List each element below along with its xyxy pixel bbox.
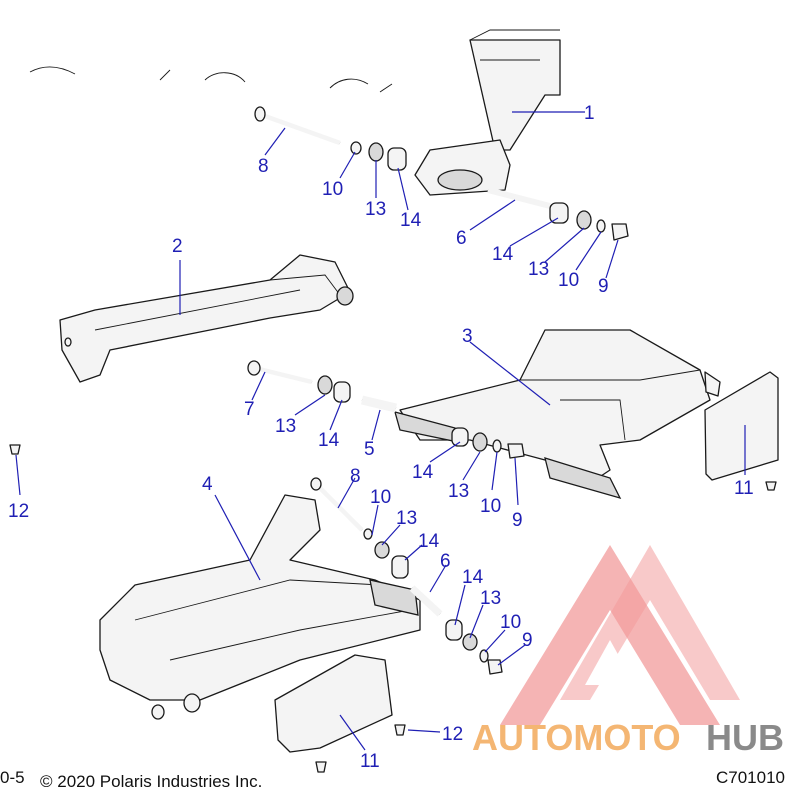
callout-13-upper-left: 13 bbox=[365, 199, 386, 220]
part-13-bushing-lower-right bbox=[462, 633, 478, 651]
callout-14-upper-right: 14 bbox=[492, 244, 514, 265]
callout-14-mid-right: 14 bbox=[412, 462, 434, 483]
part-13-bushing-lower-left bbox=[374, 541, 390, 559]
callout-8-upper: 8 bbox=[258, 156, 269, 177]
callout-14-mid-left: 14 bbox=[318, 430, 340, 451]
callout-4: 4 bbox=[202, 474, 213, 495]
part-6-pin-upper bbox=[487, 187, 551, 209]
callout-13-lower-right: 13 bbox=[480, 588, 501, 609]
callout-10-mid-right: 10 bbox=[480, 496, 501, 517]
part-13-bushing-upper-right bbox=[576, 210, 592, 230]
watermark-logo bbox=[500, 545, 740, 725]
footer-copyright: © 2020 Polaris Industries Inc. bbox=[40, 772, 263, 791]
part-5-spacer bbox=[360, 395, 398, 413]
part-7-bolt bbox=[247, 360, 313, 385]
callout-6-upper: 6 bbox=[456, 228, 467, 249]
part-10-washer-lower-left bbox=[363, 528, 373, 540]
callout-9-lower: 9 bbox=[522, 630, 533, 651]
callout-11-right: 11 bbox=[734, 478, 754, 499]
part-10-washer-mid-right bbox=[492, 439, 502, 453]
part-13-bushing-upper-left bbox=[368, 142, 384, 162]
part-10-washer-upper-left bbox=[350, 141, 362, 155]
part-1-upper-arm bbox=[414, 29, 561, 196]
callout-14-lower-right: 14 bbox=[462, 567, 484, 588]
part-14-sleeve-upper-left bbox=[387, 147, 407, 171]
callout-5: 5 bbox=[364, 439, 375, 460]
part-14-sleeve-mid-right bbox=[451, 427, 469, 447]
callout-14-upper-left: 14 bbox=[400, 210, 422, 231]
callout-13-mid-right: 13 bbox=[448, 481, 469, 502]
part-13-bushing-mid-left bbox=[317, 375, 333, 395]
part-14-sleeve-lower-left bbox=[391, 555, 409, 579]
part-11-mudflap-right bbox=[704, 371, 779, 481]
part-9-nut-mid bbox=[507, 443, 525, 459]
part-14-sleeve-upper-right bbox=[549, 202, 569, 224]
callout-11-bottom: 11 bbox=[360, 751, 380, 772]
callout-3: 3 bbox=[462, 326, 473, 347]
part-13-bushing-mid-right bbox=[472, 432, 488, 452]
part-12-fastener-left bbox=[9, 444, 21, 455]
callout-10-lower-right: 10 bbox=[500, 612, 521, 633]
callout-14-lower-left: 14 bbox=[418, 531, 440, 552]
callout-labels: 1 8 10 13 14 6 14 13 10 9 2 3 7 13 14 5 … bbox=[8, 103, 754, 772]
footer-page-fragment: 0-5 bbox=[0, 768, 25, 787]
part-2-long-arm bbox=[59, 254, 354, 383]
part-11-mudflap-bottom bbox=[274, 654, 393, 753]
fastener-bottom-small bbox=[315, 761, 327, 773]
footer-drawing-code: C701010 bbox=[716, 768, 786, 787]
part-12-fastener-bottom bbox=[394, 724, 406, 736]
watermark-text-primary: AUTOMOTO bbox=[472, 717, 681, 758]
callout-13-upper-right: 13 bbox=[528, 259, 549, 280]
part-8-bolt-lower bbox=[310, 477, 364, 532]
callout-6-lower: 6 bbox=[440, 551, 451, 572]
part-6-pin-lower bbox=[409, 585, 443, 617]
leader-lines bbox=[15, 111, 746, 751]
callout-12-bottom: 12 bbox=[442, 724, 463, 745]
callout-1: 1 bbox=[584, 103, 595, 124]
callout-13-lower-left: 13 bbox=[396, 508, 417, 529]
callout-8-lower: 8 bbox=[350, 466, 361, 487]
part-3-rear-frame bbox=[394, 329, 721, 500]
callout-9-upper: 9 bbox=[598, 276, 609, 297]
part-14-sleeve-mid-left bbox=[333, 381, 351, 403]
callout-7: 7 bbox=[244, 399, 255, 420]
callout-10-lower-left: 10 bbox=[370, 487, 391, 508]
part-4-lower-frame bbox=[99, 494, 421, 720]
part-9-nut-lower bbox=[487, 659, 503, 675]
watermark-text-secondary: HUB bbox=[706, 717, 784, 758]
callout-13-mid-left: 13 bbox=[275, 416, 296, 437]
part-10-washer-lower-right bbox=[479, 649, 489, 663]
callout-9-mid: 9 bbox=[512, 510, 523, 531]
part-9-nut-upper bbox=[611, 223, 629, 241]
context-fragment-top bbox=[29, 66, 393, 93]
callout-10-upper-right: 10 bbox=[558, 270, 579, 291]
part-8-bolt-upper bbox=[254, 106, 341, 146]
part-10-washer-upper-right bbox=[596, 219, 606, 233]
callout-2: 2 bbox=[172, 236, 183, 257]
callout-10-upper-left: 10 bbox=[322, 179, 343, 200]
part-12-fastener-right bbox=[765, 481, 777, 491]
part-14-sleeve-lower-right bbox=[445, 619, 463, 641]
callout-12-left: 12 bbox=[8, 501, 29, 522]
